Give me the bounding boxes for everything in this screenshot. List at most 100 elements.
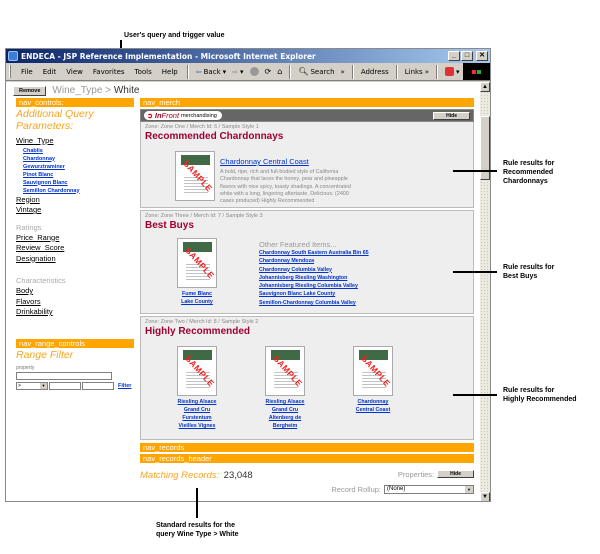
wine-label-image[interactable]: SAMPLE [177, 238, 217, 288]
minimize-button[interactable]: _ [448, 51, 460, 61]
toolbar-separator [186, 64, 189, 79]
wine-label-image[interactable]: SAMPLE [177, 346, 217, 396]
menu-file[interactable]: File [21, 67, 33, 76]
home-icon: ⌂ [277, 67, 283, 76]
annotation-line-chardonnays [453, 170, 497, 172]
refinement-chardonnay[interactable]: Chardonnay [23, 155, 56, 162]
menu-help[interactable]: Help [161, 67, 178, 76]
record-caption-link[interactable]: Riesling Alsace Grand Cru Altenberg de B… [265, 399, 305, 429]
maximize-button[interactable]: □ [461, 51, 473, 61]
dim-link-review-score[interactable]: Review_Score [16, 243, 65, 252]
scroll-thumb[interactable] [480, 116, 490, 180]
title-bar: ENDECA - JSP Reference Implementation - … [6, 49, 490, 63]
record-caption-link[interactable]: Riesling Alsace Grand Cru Furstentum Vie… [177, 399, 217, 429]
featured-link[interactable]: Sauvignon Blanc Lake County [259, 291, 336, 298]
stop-button[interactable] [247, 67, 262, 76]
wine-label-image[interactable]: SAMPLE [353, 346, 393, 396]
stop-icon [249, 67, 259, 76]
windows-logo [462, 63, 490, 80]
refinement-pinot-blanc[interactable]: Pinot Blanc [23, 171, 54, 178]
menu-grip [9, 65, 11, 78]
zone-title: Highly Recommended [145, 326, 251, 337]
breadcrumb-text: Wine_Type > White [52, 85, 139, 96]
menu-edit[interactable]: Edit [42, 67, 57, 76]
featured-link[interactable]: Chardonnay South Eastern Australia Bin 6… [259, 250, 369, 256]
back-arrow-icon: ⇦ [195, 67, 202, 76]
pdf-button[interactable]: ▾ [442, 67, 463, 76]
wine-label-image[interactable]: SAMPLE [265, 346, 305, 396]
breadcrumb-separator: > [105, 85, 112, 96]
toolbar-separator [395, 64, 398, 79]
annotation-line-highly-recommended [453, 394, 497, 396]
links-button[interactable]: Links» [404, 67, 429, 76]
refinement-chablis[interactable]: Chablis [23, 147, 43, 154]
menu-tools[interactable]: Tools [134, 67, 152, 76]
refresh-icon: ⟳ [264, 67, 272, 76]
zone-meta: Zone: Zone Two / Merch Id: 8 / Sample St… [145, 319, 259, 325]
home-button[interactable]: ⌂ [274, 67, 285, 76]
matching-records-row: Matching Records: 23,048 Properties: Hid… [140, 465, 474, 483]
search-button[interactable]: 🔍︎Search [298, 67, 335, 76]
menu-view[interactable]: View [66, 67, 83, 76]
record-caption-link[interactable]: Fume Blanc Lake County [181, 291, 213, 305]
annotation-standard-results: Standard results for the query Wine Type… [156, 522, 239, 538]
featured-link[interactable]: Chardonnay Columbia Valley [259, 266, 332, 273]
dim-link-price-range[interactable]: Price_Range [16, 232, 60, 242]
group-label-ratings: Ratings [16, 222, 42, 232]
scroll-up-button[interactable]: ▲ [480, 82, 490, 92]
annotation-highly-recommended: Rule results for Highly Recommended [503, 387, 577, 403]
zone-meta: Zone: Zone One / Merch Id: 6 / Sample St… [145, 124, 259, 130]
record-rollup-row: Record Rollup: (None) ▼ [140, 485, 474, 494]
toolbar-chevron[interactable]: » [340, 67, 345, 76]
page-content: Remove Wine_Type > White nav_controls: A… [6, 82, 482, 501]
filter-link[interactable]: Filter [118, 382, 132, 389]
merch-hide-button[interactable]: Hide [433, 111, 470, 120]
operator-select[interactable]: >▼ [16, 381, 48, 390]
featured-link[interactable]: Chardonnay Mendoza [259, 258, 315, 265]
dim-link-designation[interactable]: Designation [16, 253, 56, 263]
range-value-input-1[interactable] [49, 381, 81, 390]
record-rollup-select[interactable]: (None) ▼ [384, 485, 474, 494]
properties-row: Properties: Hide [398, 470, 474, 479]
close-button[interactable]: ✕ [476, 51, 488, 61]
breadcrumb-value: White [113, 85, 140, 96]
scroll-down-button[interactable]: ▼ [480, 492, 490, 501]
address-label[interactable]: Address [360, 67, 389, 76]
refinement-gewurztraminer[interactable]: Gewurztraminer [23, 163, 65, 170]
annotation-query: User's query and trigger value [124, 32, 225, 39]
featured-link[interactable]: Johannisberg Riesling Columbia Valley [259, 283, 358, 290]
range-value-input-2[interactable] [82, 381, 114, 390]
pdf-icon [445, 67, 454, 76]
record-caption-link[interactable]: Chardonnay Central Coast [355, 399, 391, 413]
refinement-semillon-chardonnay[interactable]: Semillon Chardonnay [23, 187, 80, 194]
dim-link-vintage[interactable]: Vintage [16, 205, 42, 214]
vertical-scrollbar[interactable]: ▲ ▼ [480, 82, 490, 501]
left-nav: nav_controls: Additional Query Parameter… [16, 98, 134, 390]
infront-arrow-icon: ➲ [147, 112, 153, 120]
featured-link[interactable]: Semillon-Chardonnay Columbia Valley [259, 299, 356, 306]
best-buys-row: SAMPLE Fume Blanc Lake County Other Feat… [175, 238, 469, 307]
properties-hide-button[interactable]: Hide [437, 470, 474, 478]
dim-link-wine-type[interactable]: Wine_Type [16, 136, 54, 145]
zone-highly-recommended: Zone: Zone Two / Merch Id: 8 / Sample St… [140, 316, 474, 440]
remove-button[interactable]: Remove [13, 85, 47, 96]
zone-meta: Zone: Zone Three / Merch Id: 7 / Sample … [145, 213, 263, 219]
refinement-sauvignon-blanc[interactable]: Sauvignon Blanc [23, 179, 68, 186]
back-button[interactable]: ⇦Back▾ [195, 67, 227, 76]
dim-link-body[interactable]: Body [16, 286, 34, 295]
toolbar-separator [436, 64, 438, 79]
featured-link[interactable]: Johannisberg Riesling Washington [259, 274, 348, 281]
breadcrumb: Remove Wine_Type > White [13, 85, 139, 96]
property-input[interactable] [16, 371, 112, 380]
wine-label-image[interactable]: SAMPLE [175, 151, 215, 201]
record-title-link[interactable]: Chardonnay Central Coast [220, 157, 309, 166]
dim-link-drinkability[interactable]: Drinkability [16, 307, 53, 316]
zone-best-buys: Zone: Zone Three / Merch Id: 7 / Sample … [140, 210, 474, 314]
forward-button[interactable]: ⇨▾ [229, 68, 246, 76]
window-title: ENDECA - JSP Reference Implementation - … [21, 51, 316, 61]
menu-favorites[interactable]: Favorites [92, 67, 125, 76]
refresh-button[interactable]: ⟳ [262, 67, 275, 76]
dim-link-region[interactable]: Region [16, 194, 40, 204]
dim-link-flavors[interactable]: Flavors [16, 296, 41, 306]
